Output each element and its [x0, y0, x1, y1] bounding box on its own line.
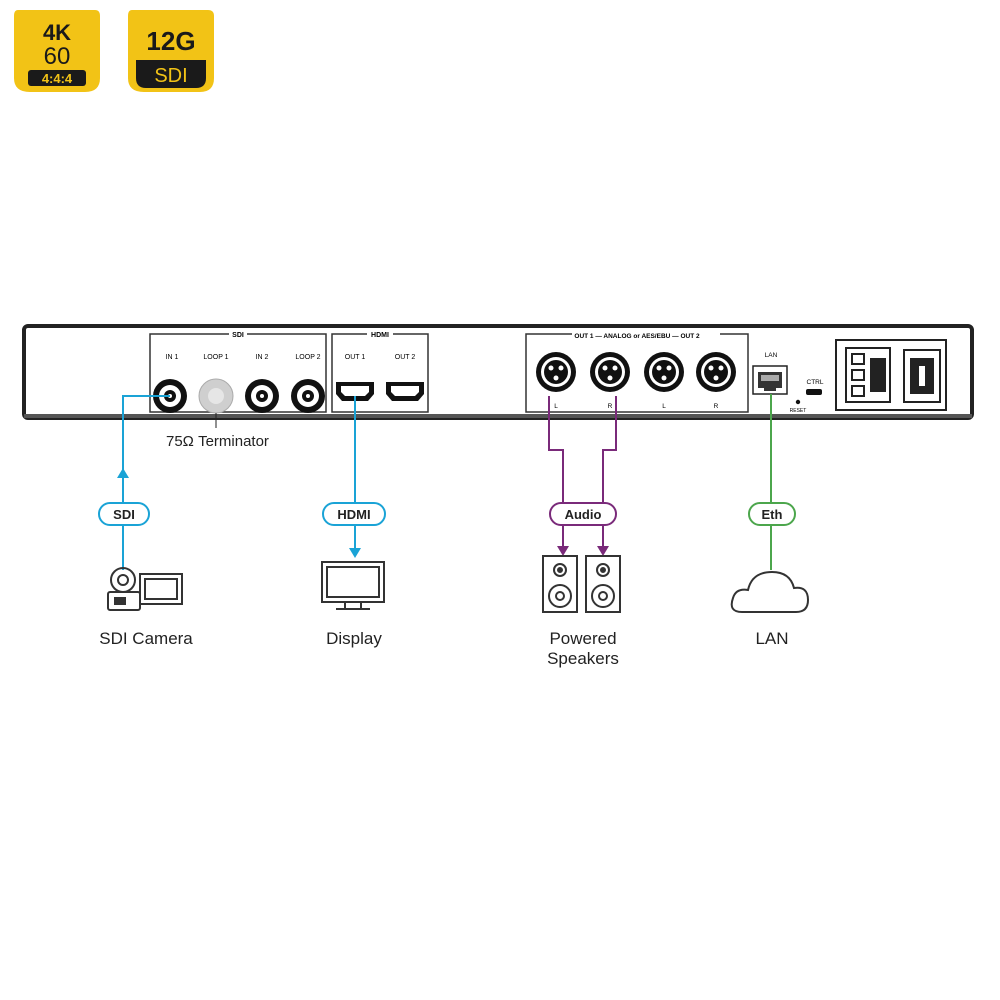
- xlr-out2-left-label: L: [662, 403, 666, 410]
- badge-sdi-text: SDI: [154, 65, 187, 87]
- display-icon: [321, 561, 385, 610]
- sdi-in2-label: IN 2: [256, 354, 269, 361]
- hdmi-out2-port[interactable]: [386, 382, 424, 401]
- sdi-in1-label: IN 1: [166, 354, 179, 361]
- xlr-out1-right[interactable]: [590, 352, 630, 392]
- rear-panel: SDI IN 1 LOOP 1 IN 2 LOOP 2: [22, 324, 974, 420]
- hdmi-out2-label: OUT 2: [395, 354, 416, 361]
- usb-ctrl-port[interactable]: [806, 389, 822, 395]
- lan-label: LAN: [755, 629, 788, 648]
- rj45-lan-port[interactable]: [752, 365, 788, 395]
- hdmi-group-title: HDMI: [371, 332, 389, 339]
- audio-cable: Audio: [548, 396, 617, 556]
- display-label: Display: [326, 629, 382, 648]
- badge-60-text: 60: [44, 43, 71, 70]
- xlr-out2-left[interactable]: [644, 352, 684, 392]
- power-inlet-module: [835, 339, 947, 411]
- speaker-right-icon: [585, 555, 621, 613]
- eth-cable-label: Eth: [762, 507, 783, 522]
- bnc-loop2-connector[interactable]: [291, 379, 325, 413]
- speakers-label-line2: Speakers: [547, 649, 619, 668]
- reset-label: RESET: [790, 408, 807, 414]
- audio-group-title: OUT 1 — ANALOG or AES/EBU — OUT 2: [574, 333, 700, 340]
- lan-port-group: LAN CTRL RESET: [752, 352, 824, 414]
- terminator-loop1: [198, 378, 234, 414]
- power-socket-icon: [845, 347, 891, 403]
- audio-xlr-group: OUT 1 — ANALOG or AES/EBU — OUT 2: [525, 330, 749, 413]
- hdmi-out1-label: OUT 1: [345, 354, 366, 361]
- badge-444-text: 4:4:4: [42, 71, 73, 86]
- ctrl-port-label: CTRL: [807, 379, 824, 386]
- badge-12g-sdi: 12G SDI: [128, 10, 214, 92]
- sdi-cable: SDI: [98, 395, 170, 570]
- terminator-label: 75Ω Terminator: [166, 433, 269, 450]
- hdmi-port-group: HDMI OUT 1 OUT 2: [331, 330, 429, 413]
- sdi-group-title: SDI: [232, 332, 244, 339]
- camera-label: SDI Camera: [99, 629, 193, 648]
- camera-icon: [107, 567, 183, 611]
- hdmi-cable-label: HDMI: [337, 507, 370, 522]
- sdi-loop2-label: LOOP 2: [295, 354, 320, 361]
- xlr-out2-right[interactable]: [696, 352, 736, 392]
- cloud-icon: [730, 570, 810, 613]
- speakers-label-line1: Powered: [549, 629, 616, 648]
- hdmi-out1-port[interactable]: [336, 382, 374, 401]
- xlr-out1-left[interactable]: [536, 352, 576, 392]
- badge-4k60: 4K 60 4:4:4: [14, 10, 100, 92]
- lan-port-label: LAN: [765, 352, 778, 359]
- badge-12g-text: 12G: [146, 26, 195, 56]
- xlr-out1-left-label: L: [554, 403, 558, 410]
- reset-button[interactable]: [795, 399, 801, 405]
- hdmi-cable: HDMI: [322, 396, 386, 558]
- speaker-left-icon: [542, 555, 578, 613]
- power-switch[interactable]: [903, 349, 941, 403]
- audio-cable-label: Audio: [565, 507, 602, 522]
- sdi-loop1-label: LOOP 1: [203, 354, 228, 361]
- sdi-cable-label: SDI: [113, 507, 135, 522]
- xlr-out2-right-label: R: [714, 403, 719, 410]
- xlr-out1-right-label: R: [608, 403, 613, 410]
- bnc-in2-connector[interactable]: [245, 379, 279, 413]
- eth-cable: Eth: [748, 394, 796, 570]
- badge-4k-text: 4K: [43, 20, 71, 45]
